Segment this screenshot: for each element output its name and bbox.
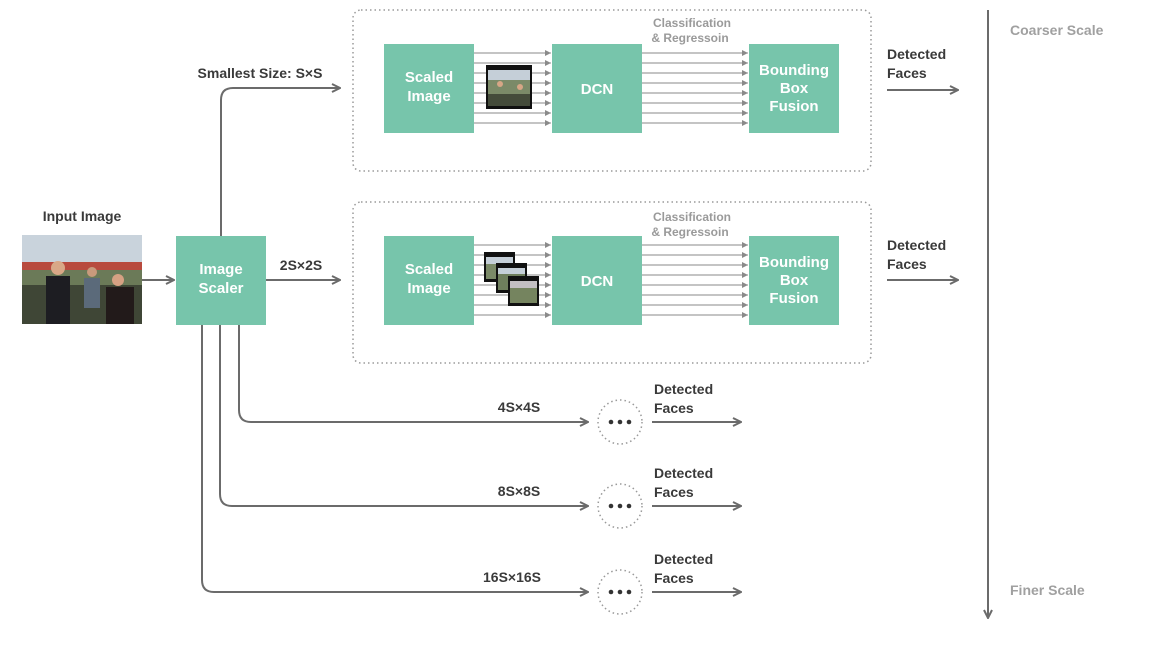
photo-thumbnail (486, 65, 532, 109)
scaled-image-box: Scaled Image (384, 44, 474, 133)
regression-arrows (642, 50, 748, 126)
fusion-line1: Bounding (759, 62, 829, 79)
branch-arrow-16s (201, 325, 588, 592)
bbox-fusion-box: Bounding Box Fusion (749, 236, 839, 325)
fusion-line2: Box (780, 80, 809, 97)
size-label-4s: 4S×4S (498, 399, 540, 415)
branch-panel-2s: Scaled Image DCN Classi (352, 201, 872, 364)
scaled-image-line2: Image (407, 88, 450, 105)
dcn-label: DCN (581, 81, 614, 98)
detected-faces-16s-line1: Detected (654, 551, 713, 567)
scaled-image-line1: Scaled (405, 69, 453, 86)
fusion-line1: Bounding (759, 254, 829, 271)
scaled-image-line2: Image (407, 280, 450, 297)
input-photo (22, 235, 142, 324)
cls-label-line2: & Regressoin (651, 31, 728, 45)
detected-faces-2s-line2: Faces (887, 256, 927, 272)
image-scaler-box: Image Scaler (176, 236, 266, 325)
branch-arrow-s (220, 88, 340, 236)
branch-arrow-4s (238, 325, 588, 422)
photo-tiles (484, 252, 539, 306)
scaled-image-box: Scaled Image (384, 236, 474, 325)
input-image-label: Input Image (43, 208, 122, 224)
dcn-box: DCN (552, 236, 642, 325)
scaler-label-line1: Image (199, 261, 242, 278)
scaler-label-line2: Scaler (198, 280, 243, 297)
cls-label-line2: & Regressoin (651, 225, 728, 239)
detected-faces-2s-line1: Detected (887, 237, 946, 253)
detected-faces-8s-line2: Faces (654, 484, 694, 500)
ellipsis-circle (597, 569, 643, 615)
detected-faces-4s-line2: Faces (654, 400, 694, 416)
detected-faces-s-line2: Faces (887, 65, 927, 81)
cls-label-line1: Classification (653, 16, 731, 30)
branch-panel-border (352, 9, 872, 172)
branch-arrow-8s (219, 325, 588, 506)
ellipsis-icon (608, 589, 632, 595)
scale-axis-bottom-label: Finer Scale (1010, 582, 1085, 598)
dcn-box: DCN (552, 44, 642, 133)
ellipsis-icon (608, 419, 632, 425)
branch-panel-s: Scaled Image DCN Classification & Regres (352, 9, 872, 172)
scale-axis-top-label: Coarser Scale (1010, 22, 1104, 38)
branch-4s: Detected Faces (597, 381, 741, 445)
size-label-s: Smallest Size: S×S (198, 65, 323, 81)
size-label-8s: 8S×8S (498, 483, 540, 499)
dcn-label: DCN (581, 273, 614, 290)
cls-label-line1: Classification (653, 210, 731, 224)
branch-16s: Detected Faces (597, 551, 741, 615)
ellipsis-circle (597, 483, 643, 529)
branch-panel-border (352, 201, 872, 364)
ellipsis-icon (608, 503, 632, 509)
detected-faces-8s-line1: Detected (654, 465, 713, 481)
size-label-16s: 16S×16S (483, 569, 541, 585)
fusion-line3: Fusion (769, 98, 818, 115)
branch-8s: Detected Faces (597, 465, 741, 529)
ellipsis-circle (597, 399, 643, 445)
detected-faces-s-line1: Detected (887, 46, 946, 62)
detected-faces-4s-line1: Detected (654, 381, 713, 397)
fusion-line3: Fusion (769, 290, 818, 307)
detected-faces-16s-line2: Faces (654, 570, 694, 586)
bbox-fusion-box: Bounding Box Fusion (749, 44, 839, 133)
size-label-2s: 2S×2S (280, 257, 322, 273)
scaled-image-line1: Scaled (405, 261, 453, 278)
regression-arrows (642, 242, 748, 318)
fusion-line2: Box (780, 272, 809, 289)
